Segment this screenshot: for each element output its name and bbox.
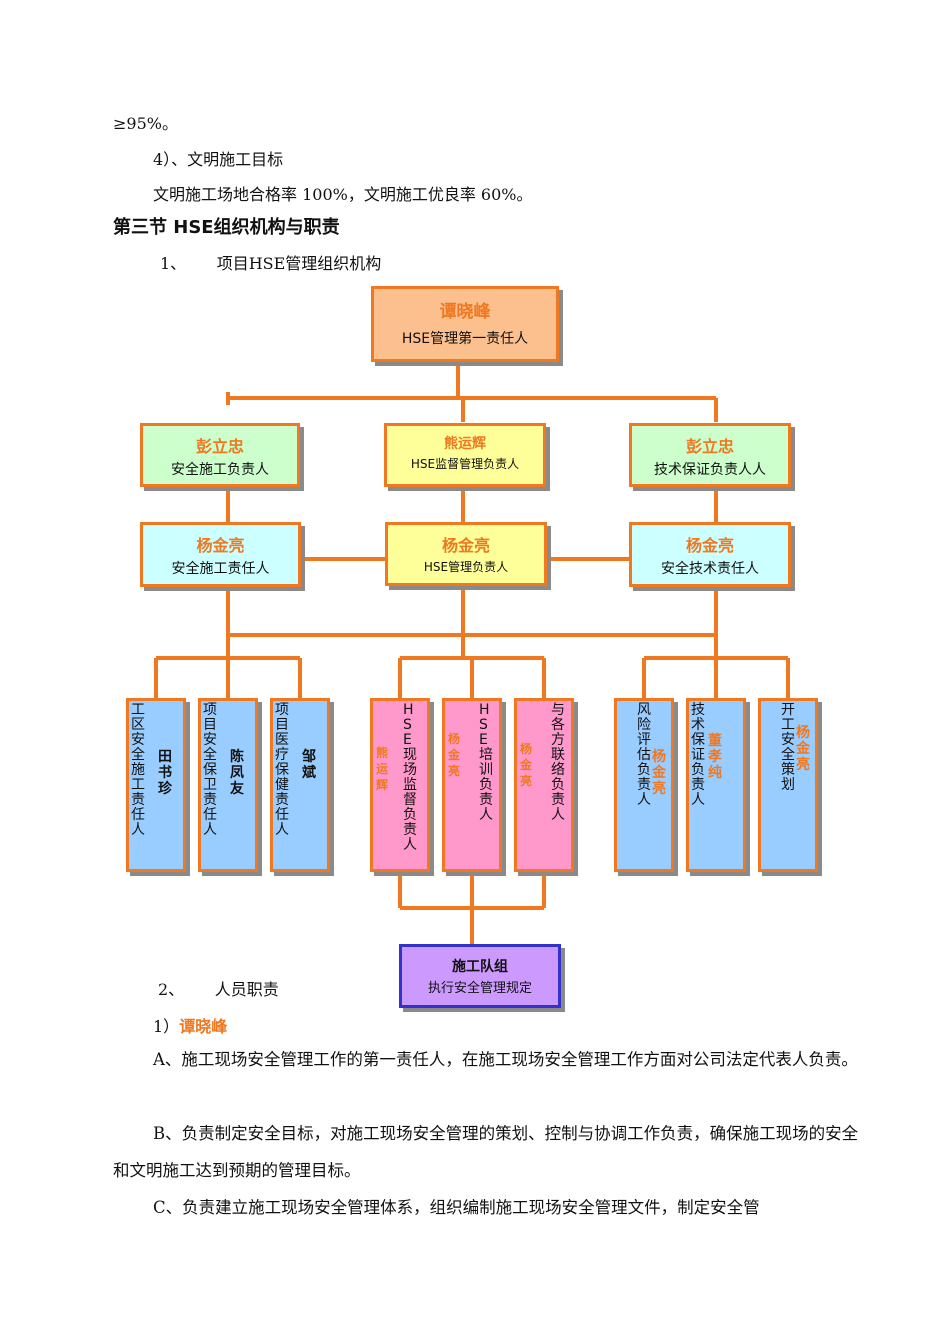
- org-name: 杨金亮: [441, 536, 490, 555]
- org-vbox: HSE现场监督负责人 熊运辉: [370, 698, 430, 872]
- org-name: 董孝纯: [708, 733, 722, 781]
- org-role: 风险评估负责人: [637, 702, 651, 808]
- person-heading: 1）谭晓峰: [153, 1015, 227, 1039]
- org-vbox: 开工安全策划 杨金亮: [758, 698, 818, 872]
- org-name: 杨金亮: [448, 732, 461, 778]
- org-role: 开工安全策划: [781, 702, 795, 793]
- section-heading: 第三节 HSE组织机构与职责: [113, 217, 340, 238]
- org-name: 谭晓峰: [439, 302, 491, 322]
- org-name: 彭立忠: [685, 437, 734, 456]
- org-role: 与各方联络负责人: [551, 702, 565, 823]
- paragraph: B、负责制定安全目标，对施工现场安全管理的策划、控制与协调工作负责，确保施工现场…: [113, 1124, 859, 1180]
- org-role: 执行安全管理规定: [427, 981, 532, 996]
- org-vbox: 项目安全保卫责任人 陈凤友: [198, 698, 258, 872]
- org-role: 安全技术责任人: [661, 561, 759, 577]
- paragraph: C、负责建立施工现场安全管理体系，组织编制施工现场安全管理文件，制定安全管: [153, 1198, 760, 1217]
- org-name: 熊运辉: [376, 746, 389, 792]
- org-role: 技术保证负责人: [691, 702, 705, 808]
- org-vbox: 风险评估负责人 杨金亮: [614, 698, 674, 872]
- org-name: 田书珍: [158, 749, 172, 797]
- org-role: HSE现场监督负责人: [403, 702, 417, 853]
- org-box-row3: 杨金亮 HSE管理负责人: [385, 522, 547, 586]
- subheading: 2、 人员职责: [158, 980, 279, 999]
- org-role: 项目安全保卫责任人: [203, 702, 217, 838]
- org-role: 技术保证负责人人: [654, 462, 766, 478]
- org-box-bottom: 施工队组 执行安全管理规定: [399, 944, 561, 1008]
- org-name: 杨金亮: [685, 536, 734, 555]
- org-name: 邹斌: [302, 749, 316, 781]
- org-role: 安全施工负责人: [171, 462, 269, 478]
- org-name: 陈凤友: [230, 749, 244, 797]
- org-chart-connectors: [154, 362, 790, 944]
- org-role: 工区安全施工责任人: [131, 702, 145, 838]
- paragraph: A、施工现场安全管理工作的第一责任人，在施工现场安全管理工作方面对公司法定代表人…: [153, 1050, 858, 1069]
- org-role: 安全施工责任人: [171, 561, 270, 577]
- org-box-row2: 熊运辉 HSE监督管理负责人: [384, 423, 546, 487]
- org-name: 杨金亮: [796, 725, 810, 773]
- org-vbox: 技术保证负责人 董孝纯: [686, 698, 746, 872]
- org-vbox: 项目医疗保健责任人 邹斌: [270, 698, 330, 872]
- org-name: 杨金亮: [196, 536, 245, 555]
- org-chart: 谭晓峰 HSE管理第一责任人 彭立忠 安全施工负责人 熊运辉 HSE监督管理负责…: [100, 280, 840, 1020]
- org-box-row2: 彭立忠 技术保证负责人人: [629, 423, 791, 487]
- org-vbox: 与各方联络负责人 杨金亮: [514, 698, 574, 872]
- org-role: HSE管理第一责任人: [401, 331, 529, 347]
- text-line: 文明施工场地合格率 100%，文明施工优良率 60%。: [153, 185, 533, 204]
- org-role: 项目医疗保健责任人: [275, 702, 289, 838]
- org-vbox: 工区安全施工责任人 田书珍: [126, 698, 186, 872]
- org-box-top: 谭晓峰 HSE管理第一责任人: [371, 286, 559, 362]
- org-name: 熊运辉: [444, 436, 486, 452]
- org-box-row3: 杨金亮 安全技术责任人: [629, 522, 791, 587]
- org-role: HSE监督管理负责人: [410, 457, 520, 471]
- org-name: 施工队组: [452, 959, 508, 975]
- org-role: HSE培训负责人: [479, 702, 493, 823]
- org-box-row3: 杨金亮 安全施工责任人: [140, 522, 301, 587]
- subheading: 1、 项目HSE管理组织机构: [160, 254, 382, 273]
- org-vbox: HSE培训负责人 杨金亮: [442, 698, 502, 872]
- person-label: 1）: [153, 1017, 180, 1036]
- text-line: 4）、文明施工目标: [153, 150, 284, 169]
- org-role: HSE管理负责人: [423, 560, 509, 574]
- org-name: 杨金亮: [520, 742, 533, 788]
- text-line: ≥95%。: [113, 114, 178, 133]
- org-name: 杨金亮: [652, 749, 666, 797]
- org-box-row2: 彭立忠 安全施工负责人: [140, 423, 300, 487]
- org-name: 彭立忠: [195, 437, 244, 456]
- person-name: 谭晓峰: [179, 1017, 228, 1036]
